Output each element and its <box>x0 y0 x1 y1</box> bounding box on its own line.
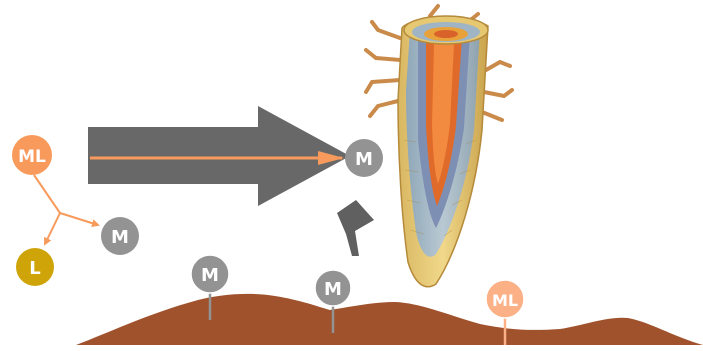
node-ml-left: ML <box>12 135 52 175</box>
big-arrow-icon <box>88 106 350 206</box>
node-m-soil-1-label: M <box>201 265 219 286</box>
node-m-split: M <box>101 217 139 255</box>
split-arrow-to-l <box>45 213 60 244</box>
node-l-left: L <box>16 248 54 286</box>
node-m-target: M <box>345 139 383 177</box>
node-m-soil-2-label: M <box>324 279 342 300</box>
node-l-left-label: L <box>29 258 40 279</box>
node-m-split-label: M <box>111 227 129 248</box>
split-arrow-to-m <box>60 213 98 225</box>
node-m-soil-1: M <box>191 255 229 293</box>
split-stem <box>34 175 60 213</box>
node-m-target-label: M <box>355 149 373 170</box>
node-ml-left-label: ML <box>18 147 46 167</box>
node-ml-soil: ML <box>486 280 524 318</box>
root-illustration-icon <box>366 6 512 287</box>
node-ml-soil-label: ML <box>492 291 518 310</box>
up-arrow-icon <box>337 200 374 256</box>
node-m-soil-2: M <box>315 270 351 306</box>
soil-ground <box>76 294 703 345</box>
